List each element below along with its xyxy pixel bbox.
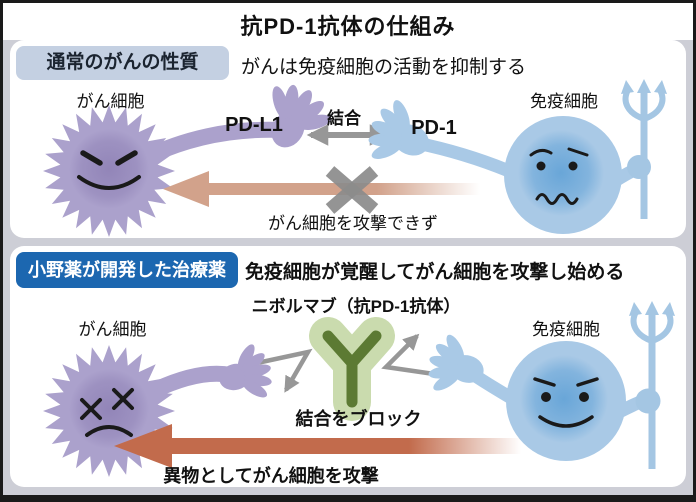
panel-normal-cancer [10,40,686,238]
panel-ono-treatment [10,246,686,487]
title-strip [3,3,693,40]
